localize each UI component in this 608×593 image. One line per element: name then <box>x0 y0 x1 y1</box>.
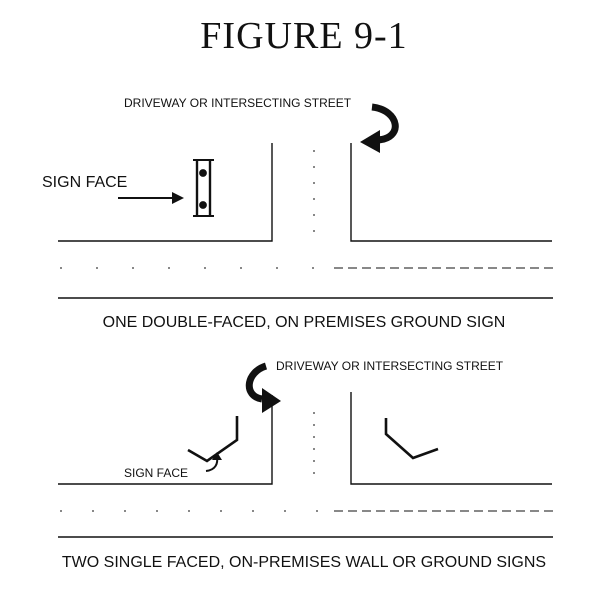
top-sign-face-label: SIGN FACE <box>42 174 128 191</box>
top-turn-arrow <box>360 103 399 153</box>
bottom-sign-face-label: SIGN FACE <box>124 466 189 480</box>
bottom-sign-face-arrow <box>205 452 222 472</box>
double-faced-sign-symbol <box>193 159 214 217</box>
top-road-diagram <box>58 143 556 299</box>
bottom-caption: TWO SINGLE FACED, ON-PREMISES WALL OR GR… <box>61 554 547 571</box>
bottom-street-label: DRIVEWAY OR INTERSECTING STREET <box>276 359 504 373</box>
bottom-turn-arrow <box>245 362 281 413</box>
bottom-road-diagram <box>58 392 556 538</box>
bottom-left-curb <box>58 395 273 485</box>
top-caption: ONE DOUBLE-FACED, ON PREMISES GROUND SIG… <box>102 314 506 331</box>
top-left-curb <box>58 143 273 242</box>
figure-title: FIGURE 9-1 <box>200 15 408 57</box>
right-single-faced-sign <box>384 418 439 460</box>
top-right-curb <box>350 143 552 242</box>
top-sign-face-arrow <box>118 192 184 204</box>
top-street-label: DRIVEWAY OR INTERSECTING STREET <box>124 96 352 110</box>
bottom-right-curb <box>350 392 552 485</box>
left-single-faced-sign <box>187 416 239 463</box>
